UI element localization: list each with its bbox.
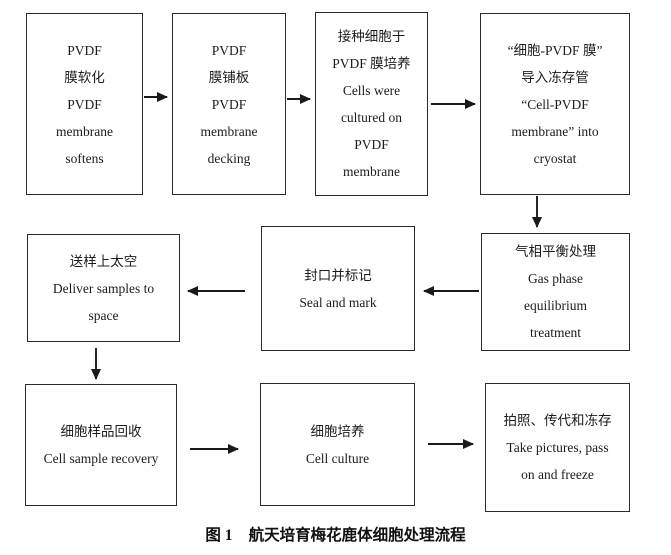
flow-box-pvdf-membrane-softens: PVDF 膜软化 PVDF membrane softens bbox=[26, 13, 143, 195]
flow-box-pvdf-membrane-decking: PVDF 膜铺板 PVDF membrane decking bbox=[172, 13, 286, 195]
flow-box-label: “细胞-PVDF 膜” 导入冻存管 “Cell-PVDF membrane” i… bbox=[507, 42, 603, 166]
flow-box-cell-sample-recovery: 细胞样品回收 Cell sample recovery bbox=[25, 384, 177, 506]
flow-box-label: 细胞样品回收 Cell sample recovery bbox=[43, 424, 159, 466]
flow-box-label: PVDF 膜软化 PVDF membrane softens bbox=[56, 42, 113, 166]
figure-caption-title: 航天培育梅花鹿体细胞处理流程 bbox=[248, 527, 466, 544]
flow-box-cells-cultured-on-membrane: 接种细胞于 PVDF 膜培养 Cells were cultured on PV… bbox=[315, 12, 428, 196]
figure-caption-label: 图 1 bbox=[205, 527, 233, 544]
flow-box-deliver-samples-to-space: 送样上太空 Deliver samples to space bbox=[27, 234, 180, 342]
flow-box-seal-and-mark: 封口并标记 Seal and mark bbox=[261, 226, 415, 351]
flow-box-label: 接种细胞于 PVDF 膜培养 Cells were cultured on PV… bbox=[332, 29, 411, 179]
flow-box-gas-phase-equilibrium: 气相平衡处理 Gas phase equilibrium treatment bbox=[481, 233, 630, 351]
figure-caption: 图 1 航天培育梅花鹿体细胞处理流程 bbox=[0, 523, 671, 545]
flow-box-membrane-into-cryostat: “细胞-PVDF 膜” 导入冻存管 “Cell-PVDF membrane” i… bbox=[480, 13, 630, 195]
flow-box-label: 气相平衡处理 Gas phase equilibrium treatment bbox=[515, 244, 596, 340]
flow-box-take-pictures-pass-freeze: 拍照、传代和冻存 Take pictures, pass on and free… bbox=[485, 383, 630, 512]
flow-box-label: PVDF 膜铺板 PVDF membrane decking bbox=[200, 42, 258, 166]
flow-box-label: 细胞培养 Cell culture bbox=[305, 423, 370, 466]
flow-box-cell-culture: 细胞培养 Cell culture bbox=[260, 383, 415, 506]
flow-box-label: 封口并标记 Seal and mark bbox=[299, 267, 377, 310]
flow-box-label: 送样上太空 Deliver samples to space bbox=[52, 253, 155, 323]
flow-box-label: 拍照、传代和冻存 Take pictures, pass on and free… bbox=[503, 413, 612, 482]
